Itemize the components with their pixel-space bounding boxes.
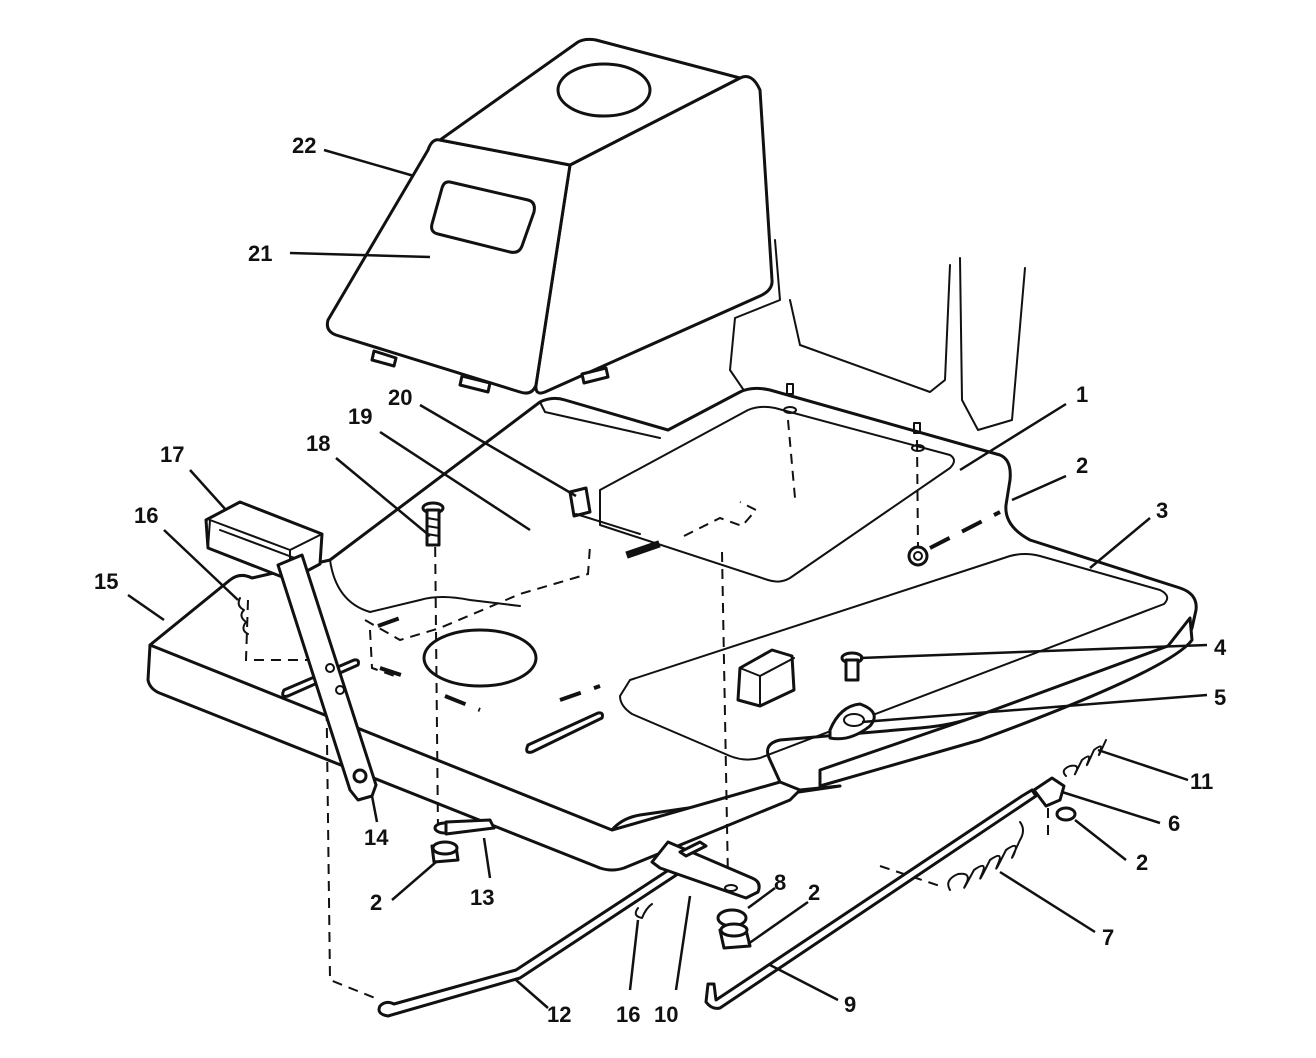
callout-12: 12	[547, 1002, 571, 1027]
callout-20: 20	[388, 385, 412, 410]
callout-1: 1	[1076, 382, 1088, 407]
callout-2-lower-center: 2	[808, 880, 820, 905]
callout-10: 10	[654, 1002, 678, 1027]
callout-13: 13	[470, 885, 494, 910]
callout-9: 9	[844, 992, 856, 1017]
callout-labels: 1 2 3 4 5 11 6 2 7 9 8 2 10 16 12 13 2 1…	[94, 133, 1227, 1027]
callout-22: 22	[292, 133, 316, 158]
callout-18: 18	[306, 431, 330, 456]
callout-5: 5	[1214, 685, 1226, 710]
lower-linkage	[377, 651, 1107, 1018]
callout-17: 17	[160, 442, 184, 467]
callout-6: 6	[1168, 811, 1180, 836]
callout-16-upper: 16	[134, 503, 158, 528]
spring-7	[947, 821, 1024, 891]
callout-8: 8	[774, 870, 786, 895]
callout-2-right: 2	[1136, 850, 1148, 875]
callout-11: 11	[1190, 769, 1213, 794]
callout-2-left: 2	[370, 890, 382, 915]
footrest-deck	[146, 383, 1198, 872]
brackets-hidden	[244, 419, 941, 1001]
callout-14: 14	[364, 825, 389, 850]
callout-4: 4	[1214, 635, 1227, 660]
callout-19: 19	[348, 404, 372, 429]
callout-3: 3	[1156, 498, 1168, 523]
console-shroud	[325, 37, 774, 395]
bolt-18	[421, 501, 445, 547]
callout-21: 21	[248, 241, 272, 266]
cotter-pin-16-left	[237, 597, 249, 635]
callout-15: 15	[94, 569, 118, 594]
spring-11	[1062, 739, 1107, 777]
callout-16-lower: 16	[616, 1002, 640, 1027]
callout-2-top-right: 2	[1076, 453, 1088, 478]
callout-7: 7	[1102, 925, 1114, 950]
leaders	[127, 148, 1208, 1009]
